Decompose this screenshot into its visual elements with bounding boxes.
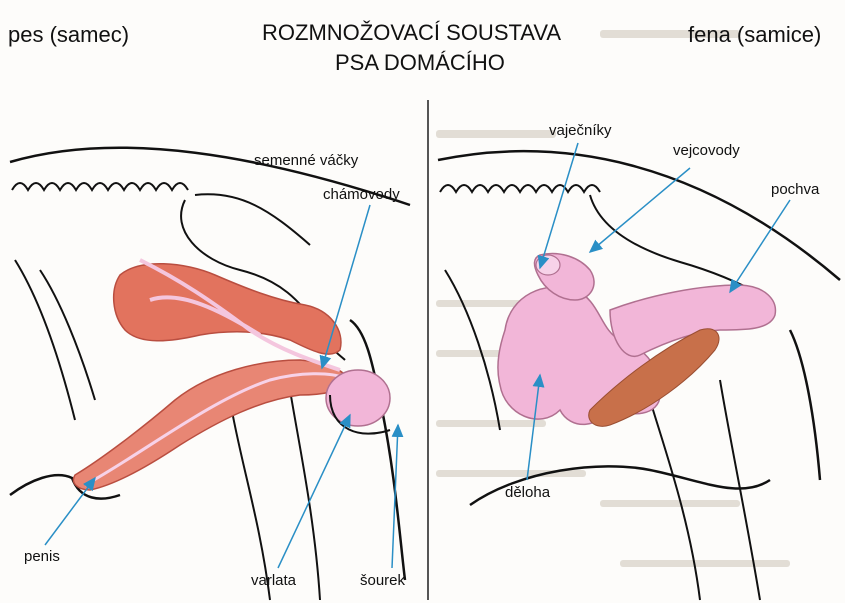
female-ovary-organ	[536, 255, 560, 275]
female-spine	[440, 185, 600, 192]
arrow-vas-deferens	[322, 205, 370, 368]
label-vas-deferens: chámovody	[323, 186, 400, 203]
label-penis: penis	[24, 548, 60, 565]
female-anatomy	[438, 143, 840, 600]
male-spine	[12, 183, 188, 190]
male-anatomy	[10, 148, 410, 600]
page-title-line1: ROZMNOŽOVACÍ SOUSTAVA	[262, 20, 561, 46]
arrow-ovaries	[540, 143, 578, 268]
label-oviducts: vejcovody	[673, 142, 740, 159]
label-uterus: děloha	[505, 484, 550, 501]
arrow-penis	[45, 478, 95, 545]
male-ribs	[15, 260, 95, 420]
female-heading: fena (samice)	[688, 22, 821, 48]
arrow-vagina	[730, 200, 790, 292]
label-testes: varlata	[251, 572, 296, 589]
arrow-oviducts	[590, 168, 690, 252]
label-vagina: pochva	[771, 181, 819, 198]
male-seminal-vesicle-organ	[114, 264, 341, 354]
label-seminal-vesicles: semenné váčky	[254, 152, 358, 169]
label-scrotum: šourek	[360, 572, 405, 589]
male-leg-bones	[230, 390, 320, 600]
male-heading: pes (samec)	[8, 22, 129, 48]
label-ovaries: vaječníky	[549, 122, 612, 139]
male-penis-organ	[73, 360, 348, 490]
arrow-scrotum	[392, 425, 398, 568]
female-rear-outline	[790, 330, 820, 480]
page-title-line2: PSA DOMÁCÍHO	[335, 50, 505, 76]
